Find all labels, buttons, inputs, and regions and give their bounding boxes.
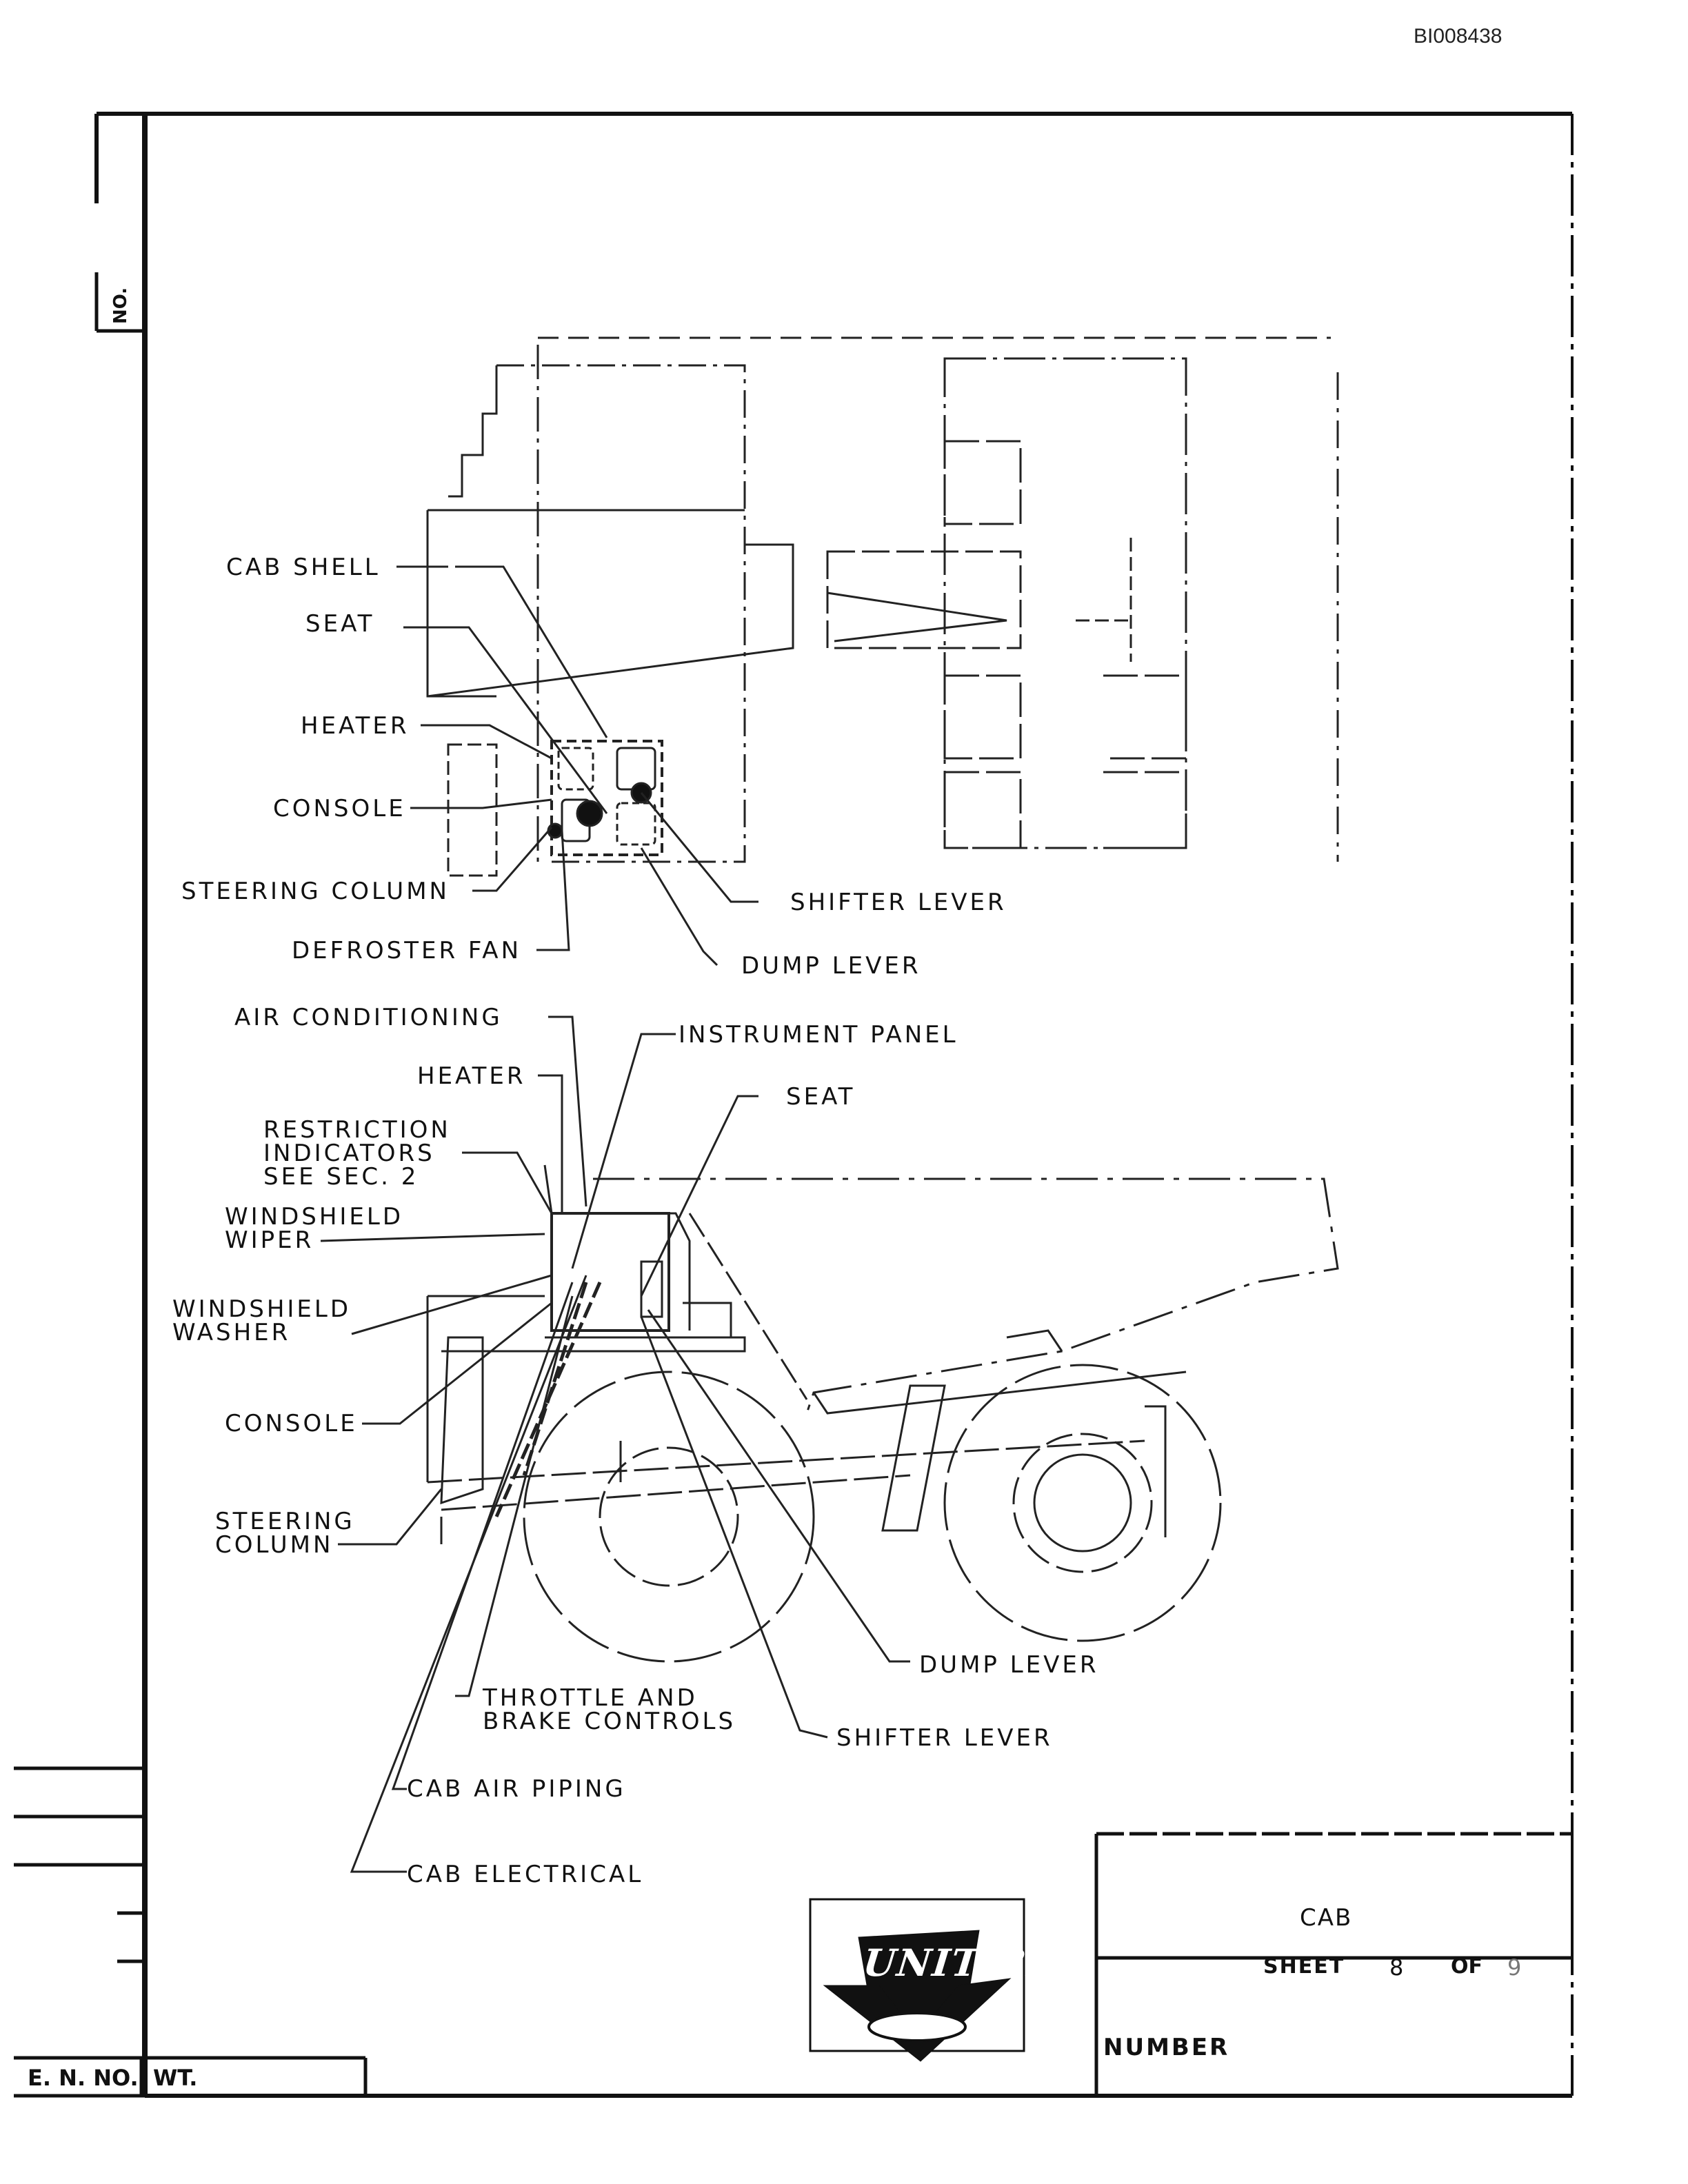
document-id: BI008438	[1414, 25, 1503, 48]
label-cab-shell: CAB SHELL	[226, 554, 381, 581]
label-instrument-panel: INSTRUMENT PANEL	[679, 1021, 958, 1049]
label-restriction-indicators: RESTRICTION INDICATORS SEE SEC. 2	[263, 1116, 451, 1191]
label-dump-lever-top: DUMP LEVER	[741, 952, 921, 980]
label-shifter-lever-side: SHIFTER LEVER	[836, 1724, 1053, 1752]
wt-label: WT.	[153, 2065, 198, 2091]
title-block-title: CAB	[1300, 1904, 1353, 1932]
unit-rig-logo: UNIT RIG	[861, 1941, 1082, 1985]
sheet-label: SHEET	[1263, 1954, 1345, 1979]
en-no-label: E. N. NO.	[28, 2065, 139, 2091]
label-cab-electrical: CAB ELECTRICAL	[407, 1861, 644, 1888]
label-seat-side: SEAT	[786, 1083, 856, 1111]
sheet-number: 8	[1389, 1954, 1404, 1981]
label-dump-lever-side: DUMP LEVER	[919, 1651, 1099, 1679]
label-air-conditioning: AIR CONDITIONING	[234, 1004, 503, 1031]
label-steering-column-top: STEERING COLUMN	[181, 878, 450, 905]
drawing-number-label: NUMBER	[1103, 2034, 1230, 2061]
side-view	[320, 1015, 1339, 1873]
margin-number-label: NO.	[110, 287, 131, 324]
label-windshield-washer: WINDSHIELD WASHER	[172, 1295, 352, 1346]
label-defroster-fan: DEFROSTER FAN	[292, 937, 521, 964]
label-console-top: CONSOLE	[273, 795, 406, 822]
sheet-border	[14, 112, 1574, 2098]
label-seat-top: SEAT	[305, 610, 375, 638]
label-shifter-lever-top: SHIFTER LEVER	[790, 889, 1007, 916]
sheet-of-label: OF	[1451, 1954, 1483, 1979]
sheet-total: 9	[1507, 1954, 1522, 1981]
label-console-side: CONSOLE	[225, 1410, 358, 1437]
label-cab-air-piping: CAB AIR PIPING	[407, 1775, 626, 1803]
label-steering-column-side: STEERING COLUMN	[215, 1508, 355, 1559]
logo-box	[809, 1898, 1025, 2062]
label-throttle-brake: THROTTLE AND BRAKE CONTROLS	[483, 1684, 736, 1735]
top-view	[396, 336, 1339, 967]
label-heater-top: HEATER	[301, 712, 410, 740]
label-heater-side: HEATER	[417, 1062, 526, 1090]
label-windshield-wiper: WINDSHIELD WIPER	[225, 1203, 404, 1254]
